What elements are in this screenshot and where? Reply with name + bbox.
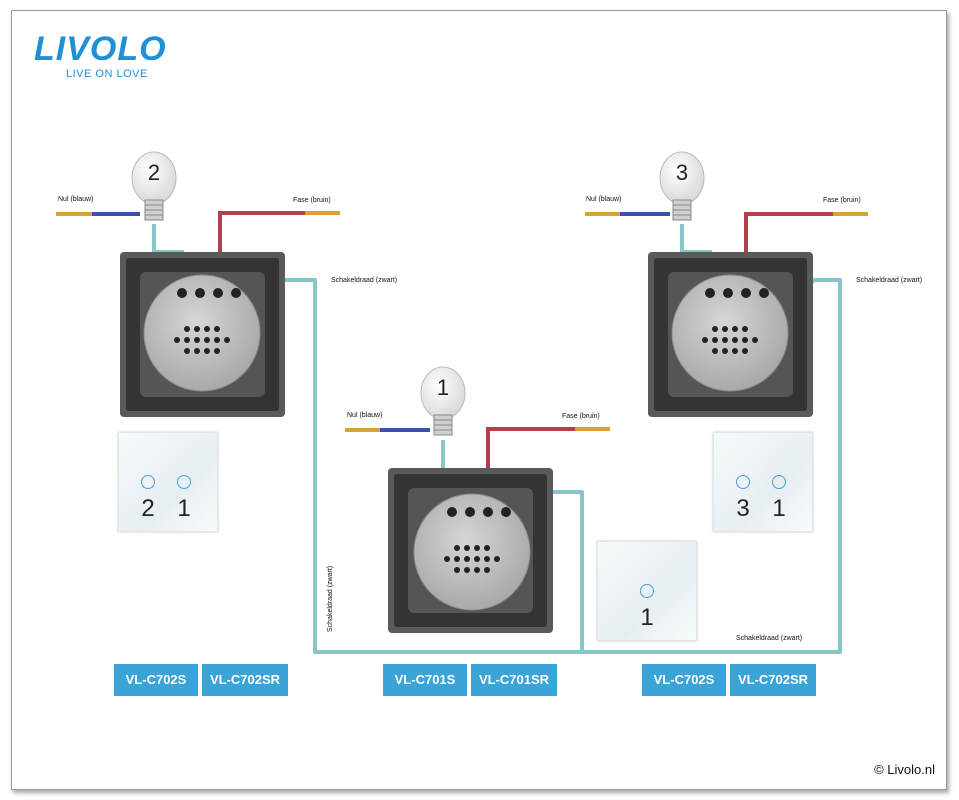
vent-hole [194, 337, 200, 343]
model-button-vl-c702sr-left[interactable]: VL-C702SR [202, 664, 288, 696]
vent-hole [454, 567, 460, 573]
glass-panel-right: 3 1 [713, 432, 813, 532]
touch-number-left-1: 1 [177, 495, 191, 522]
bulb-icon-left [131, 151, 177, 221]
logo-tagline: LIVE ON LOVE [66, 68, 148, 80]
vent-hole [712, 337, 718, 343]
touch-button-right-1[interactable] [772, 475, 786, 489]
vent-hole [174, 337, 180, 343]
touch-number-right-3: 3 [736, 495, 750, 522]
vent-hole [752, 337, 758, 343]
bulb-number-mid: 1 [436, 375, 450, 400]
terminal [759, 288, 769, 298]
vent-hole [464, 567, 470, 573]
vent-hole [722, 337, 728, 343]
vent-hole [464, 556, 470, 562]
touch-button-mid-1[interactable] [640, 584, 654, 598]
touch-number-mid-1: 1 [640, 604, 654, 631]
vent-hole [484, 567, 490, 573]
label-schakel-bottom: Schakeldraad (zwart) [736, 635, 803, 642]
vent-hole [474, 567, 480, 573]
touch-number-left-2: 2 [141, 495, 155, 522]
vent-hole [204, 326, 210, 332]
bulb-number-right: 3 [675, 160, 689, 185]
right-switch-unit [585, 212, 868, 417]
terminal [501, 507, 511, 517]
terminal [705, 288, 715, 298]
vent-hole [194, 348, 200, 354]
vent-hole [742, 326, 748, 332]
bulb-number-left: 2 [147, 160, 161, 185]
vent-hole [732, 348, 738, 354]
vent-hole [702, 337, 708, 343]
terminal [741, 288, 751, 298]
label-fase-mid: Fase (bruin) [562, 413, 600, 420]
vent-hole [722, 348, 728, 354]
bulb-icon-mid [420, 366, 466, 436]
vent-hole [184, 337, 190, 343]
vent-hole [214, 326, 220, 332]
vent-hole [474, 556, 480, 562]
vent-hole [454, 545, 460, 551]
vent-hole [194, 326, 200, 332]
label-nul-right: Nul (blauw) [586, 196, 622, 203]
touch-number-right-1: 1 [772, 495, 786, 522]
vent-hole [184, 326, 190, 332]
terminal [213, 288, 223, 298]
vent-hole [184, 348, 190, 354]
vent-hole [742, 337, 748, 343]
livolo-logo: LIVOLO [34, 30, 167, 68]
mid-switch-unit [345, 427, 610, 633]
label-nul-mid: Nul (blauw) [347, 412, 383, 419]
switch-details [174, 288, 769, 573]
label-fase-right: Fase (bruin) [823, 197, 861, 204]
label-schakel-vertical: Schakeldraad (zwart) [327, 565, 334, 632]
vent-hole [204, 337, 210, 343]
vent-hole [214, 348, 220, 354]
left-switch-unit [56, 211, 340, 417]
label-nul-left: Nul (blauw) [58, 196, 94, 203]
vent-hole [224, 337, 230, 343]
copyright-text: © Livolo.nl [874, 762, 935, 777]
vent-hole [742, 348, 748, 354]
label-schakel-right: Schakeldraad (zwart) [856, 277, 923, 284]
bulb-icon-right [659, 151, 705, 221]
vent-hole [214, 337, 220, 343]
glass-panel-left: 2 1 [118, 432, 218, 532]
terminal [231, 288, 241, 298]
touch-button-left-2[interactable] [141, 475, 155, 489]
terminal [447, 507, 457, 517]
vent-hole [712, 326, 718, 332]
vent-hole [454, 556, 460, 562]
terminal [177, 288, 187, 298]
vent-hole [722, 326, 728, 332]
terminal [483, 507, 493, 517]
model-button-vl-c702s-left[interactable]: VL-C702S [114, 664, 198, 696]
vent-hole [484, 545, 490, 551]
vent-hole [732, 326, 738, 332]
terminal [465, 507, 475, 517]
vent-hole [474, 545, 480, 551]
terminal [723, 288, 733, 298]
vent-hole [444, 556, 450, 562]
touch-button-right-3[interactable] [736, 475, 750, 489]
vent-hole [484, 556, 490, 562]
terminal [195, 288, 205, 298]
model-button-vl-c701s[interactable]: VL-C701S [383, 664, 467, 696]
label-fase-left: Fase (bruin) [293, 197, 331, 204]
vent-hole [204, 348, 210, 354]
model-button-vl-c702s-right[interactable]: VL-C702S [642, 664, 726, 696]
model-button-vl-c702sr-right[interactable]: VL-C702SR [730, 664, 816, 696]
vent-hole [732, 337, 738, 343]
vent-hole [712, 348, 718, 354]
model-button-vl-c701sr[interactable]: VL-C701SR [471, 664, 557, 696]
touch-button-left-1[interactable] [177, 475, 191, 489]
label-schakel-left: Schakeldraad (zwart) [331, 277, 398, 284]
glass-panel-mid: 1 [597, 541, 697, 641]
vent-hole [464, 545, 470, 551]
vent-hole [494, 556, 500, 562]
